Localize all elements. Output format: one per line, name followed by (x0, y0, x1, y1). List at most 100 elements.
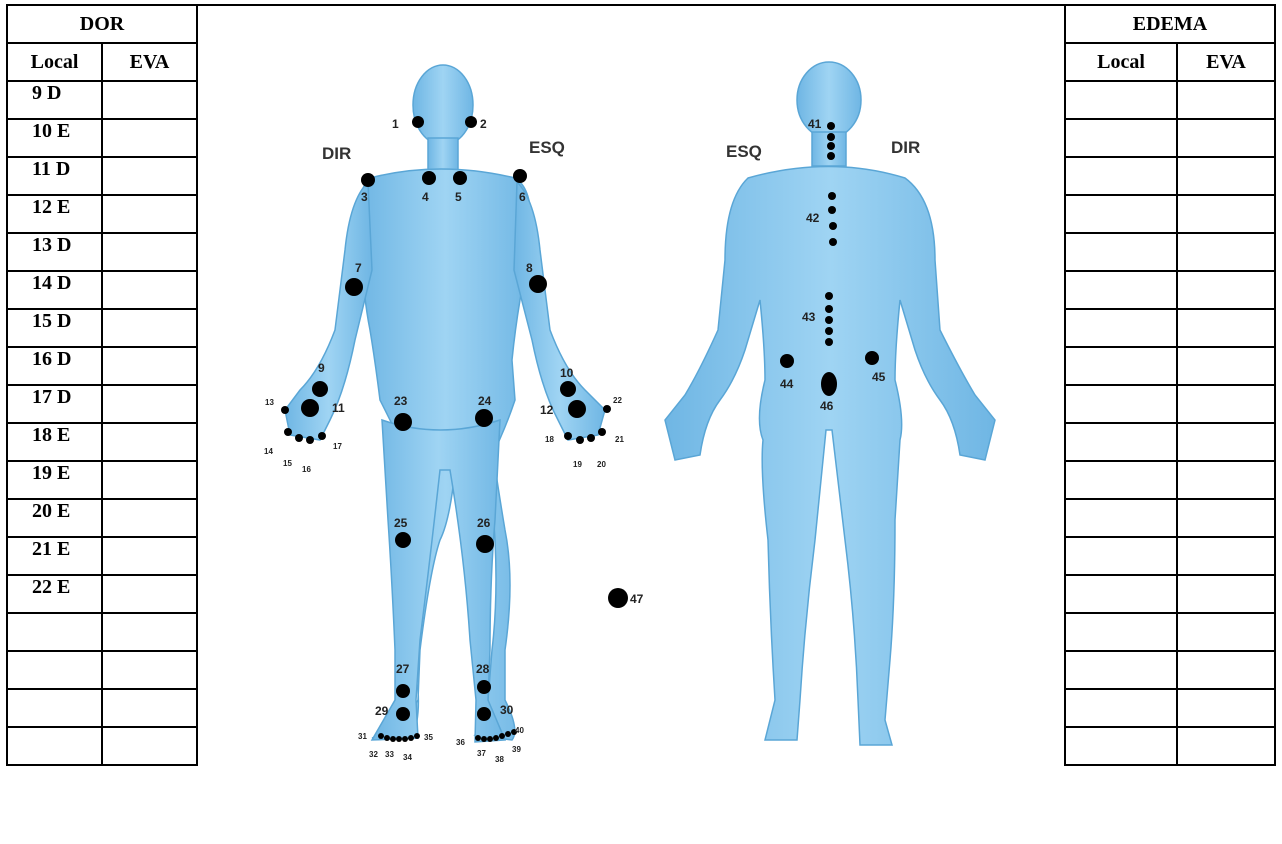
edema-local-cell[interactable] (1065, 423, 1177, 461)
edema-local-cell[interactable] (1065, 347, 1177, 385)
point-label: 25 (394, 516, 408, 530)
edema-local-cell[interactable] (1065, 309, 1177, 347)
point-label: 5 (455, 190, 462, 204)
point-label: 30 (500, 703, 514, 717)
edema-eva-cell[interactable] (1177, 195, 1275, 233)
edema-local-cell[interactable] (1065, 233, 1177, 271)
dor-eva-cell[interactable] (102, 423, 197, 461)
dor-eva-cell[interactable] (102, 309, 197, 347)
dor-local-cell[interactable]: 9 D (7, 81, 102, 119)
dor-local-cell[interactable] (7, 613, 102, 651)
edema-eva-cell[interactable] (1177, 81, 1275, 119)
dor-col-eva: EVA (102, 43, 197, 81)
point-label: 2 (480, 117, 487, 131)
edema-eva-cell[interactable] (1177, 309, 1275, 347)
point-label: 34 (403, 753, 412, 762)
edema-eva-cell[interactable] (1177, 537, 1275, 575)
dor-eva-cell[interactable] (102, 385, 197, 423)
point-label: 3 (361, 190, 368, 204)
dor-local-cell[interactable]: 16 D (7, 347, 102, 385)
point-label: 46 (820, 399, 834, 413)
point-label: 15 (283, 459, 292, 468)
edema-eva-cell[interactable] (1177, 157, 1275, 195)
dor-eva-cell[interactable] (102, 119, 197, 157)
dor-local-cell[interactable] (7, 651, 102, 689)
dor-eva-cell[interactable] (102, 347, 197, 385)
edema-local-cell[interactable] (1065, 461, 1177, 499)
edema-local-cell[interactable] (1065, 537, 1177, 575)
edema-eva-cell[interactable] (1177, 575, 1275, 613)
edema-local-cell[interactable] (1065, 727, 1177, 765)
edema-local-cell[interactable] (1065, 119, 1177, 157)
dor-eva-cell[interactable] (102, 499, 197, 537)
point-label: 17 (333, 442, 342, 451)
point-label: 13 (265, 398, 274, 407)
dor-local-cell[interactable]: 17 D (7, 385, 102, 423)
edema-local-cell[interactable] (1065, 157, 1177, 195)
edema-eva-cell[interactable] (1177, 423, 1275, 461)
dor-eva-cell[interactable] (102, 575, 197, 613)
dor-title: DOR (7, 5, 197, 43)
dor-eva-cell[interactable] (102, 157, 197, 195)
edema-local-cell[interactable] (1065, 81, 1177, 119)
dor-local-cell[interactable]: 10 E (7, 119, 102, 157)
edema-eva-cell[interactable] (1177, 689, 1275, 727)
edema-eva-cell[interactable] (1177, 119, 1275, 157)
dor-local-cell[interactable]: 20 E (7, 499, 102, 537)
point-label: 37 (477, 749, 486, 758)
point-label: 8 (526, 261, 533, 275)
dor-eva-cell[interactable] (102, 461, 197, 499)
dor-eva-cell[interactable] (102, 195, 197, 233)
point-label: 14 (264, 447, 273, 456)
dor-local-cell[interactable]: 19 E (7, 461, 102, 499)
edema-local-cell[interactable] (1065, 575, 1177, 613)
dor-local-cell[interactable] (7, 689, 102, 727)
edema-local-cell[interactable] (1065, 689, 1177, 727)
dor-local-cell[interactable]: 15 D (7, 309, 102, 347)
front-right-label: DIR (322, 144, 351, 163)
back-right-label: DIR (891, 138, 920, 157)
point-label: 42 (806, 211, 820, 225)
point-label: 6 (519, 190, 526, 204)
dor-local-cell[interactable]: 14 D (7, 271, 102, 309)
dor-eva-cell[interactable] (102, 537, 197, 575)
edema-local-cell[interactable] (1065, 651, 1177, 689)
edema-local-cell[interactable] (1065, 385, 1177, 423)
edema-eva-cell[interactable] (1177, 347, 1275, 385)
edema-local-cell[interactable] (1065, 499, 1177, 537)
point-label: 44 (780, 377, 794, 391)
point-label: 19 (573, 460, 582, 469)
edema-eva-cell[interactable] (1177, 271, 1275, 309)
point-label: 40 (515, 726, 524, 735)
edema-eva-cell[interactable] (1177, 461, 1275, 499)
dor-eva-cell[interactable] (102, 233, 197, 271)
dor-eva-cell[interactable] (102, 651, 197, 689)
dor-local-cell[interactable]: 13 D (7, 233, 102, 271)
edema-local-cell[interactable] (1065, 613, 1177, 651)
dor-local-cell[interactable] (7, 727, 102, 765)
back-left-label: ESQ (726, 142, 762, 161)
edema-local-cell[interactable] (1065, 271, 1177, 309)
edema-local-cell[interactable] (1065, 195, 1177, 233)
point-label: 35 (424, 733, 433, 742)
edema-eva-cell[interactable] (1177, 727, 1275, 765)
dor-eva-cell[interactable] (102, 727, 197, 765)
edema-eva-cell[interactable] (1177, 233, 1275, 271)
edema-eva-cell[interactable] (1177, 651, 1275, 689)
dor-local-cell[interactable]: 11 D (7, 157, 102, 195)
dor-eva-cell[interactable] (102, 271, 197, 309)
dor-local-cell[interactable]: 21 E (7, 537, 102, 575)
edema-eva-cell[interactable] (1177, 385, 1275, 423)
edema-col-eva: EVA (1177, 43, 1275, 81)
dor-local-cell[interactable]: 12 E (7, 195, 102, 233)
point-label: 33 (385, 750, 394, 759)
edema-eva-cell[interactable] (1177, 499, 1275, 537)
dor-eva-cell[interactable] (102, 81, 197, 119)
dor-local-cell[interactable]: 22 E (7, 575, 102, 613)
dor-eva-cell[interactable] (102, 613, 197, 651)
dor-eva-cell[interactable] (102, 689, 197, 727)
edema-eva-cell[interactable] (1177, 613, 1275, 651)
point-label: 29 (375, 704, 389, 718)
dor-local-cell[interactable]: 18 E (7, 423, 102, 461)
